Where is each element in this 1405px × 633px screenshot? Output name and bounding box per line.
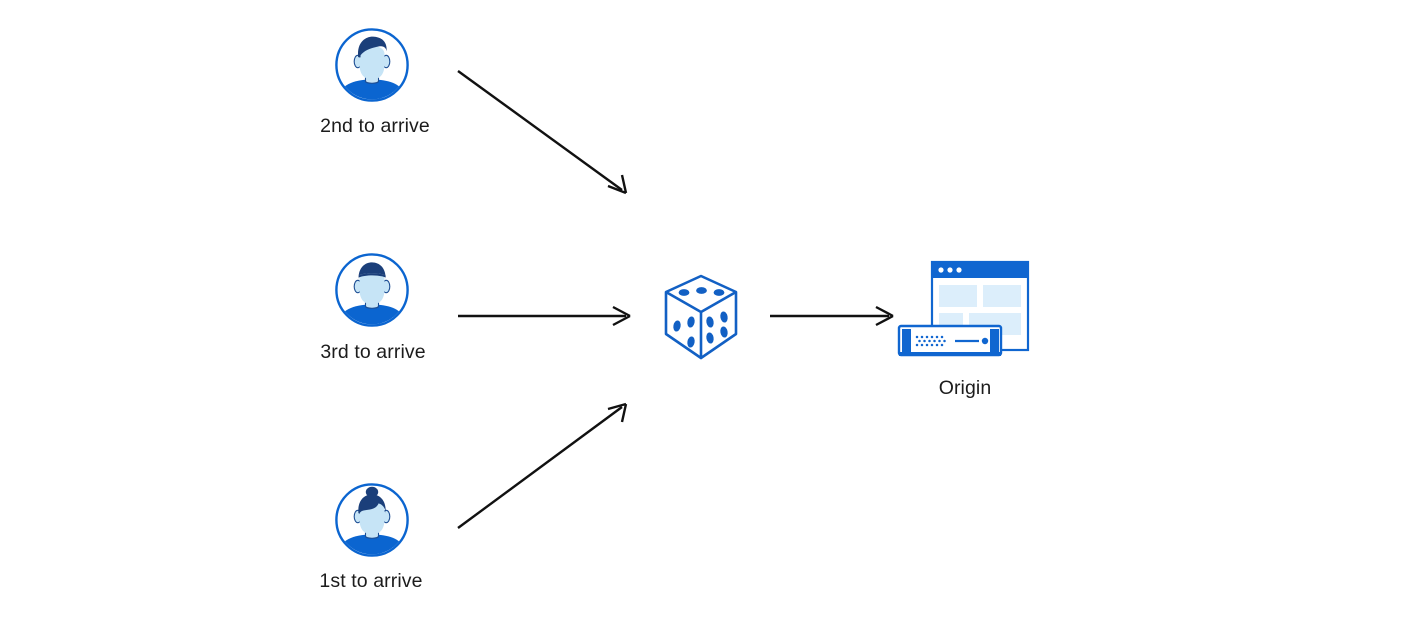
- arrow-dice-to-origin: [770, 305, 894, 327]
- origin-node[interactable]: [895, 258, 1040, 363]
- client-label-3rd: 3rd to arrive: [320, 341, 426, 363]
- browser-dot-2: [947, 267, 953, 273]
- server-device-icon: [897, 324, 1003, 357]
- origin-server-browser-icon: [897, 260, 1030, 357]
- user-avatar-icon: [335, 483, 409, 557]
- user-avatar-icon: [335, 28, 409, 102]
- browser-dot-3: [956, 267, 962, 273]
- server-vent-dots: [915, 335, 946, 347]
- dice-left-pips: [673, 316, 695, 348]
- client-label-2nd: 2nd to arrive: [320, 115, 430, 137]
- browser-dot-1: [938, 267, 944, 273]
- client-node-2nd[interactable]: [335, 28, 409, 102]
- dice-node[interactable]: [662, 272, 740, 362]
- dice-right-pips: [706, 311, 728, 344]
- server-status-led: [981, 337, 989, 345]
- dice-cube-icon: [664, 274, 738, 360]
- arrow-3rd-to-dice: [458, 305, 631, 327]
- client-label-1st: 1st to arrive: [319, 570, 423, 592]
- client-node-1st[interactable]: [335, 483, 409, 557]
- origin-label: Origin: [938, 377, 992, 399]
- client-node-3rd[interactable]: [335, 253, 409, 327]
- dice-top-pips: [678, 287, 725, 296]
- arrow-1st-to-dice: [457, 402, 628, 529]
- user-avatar-icon: [335, 253, 409, 327]
- arrow-2nd-to-dice: [457, 70, 628, 195]
